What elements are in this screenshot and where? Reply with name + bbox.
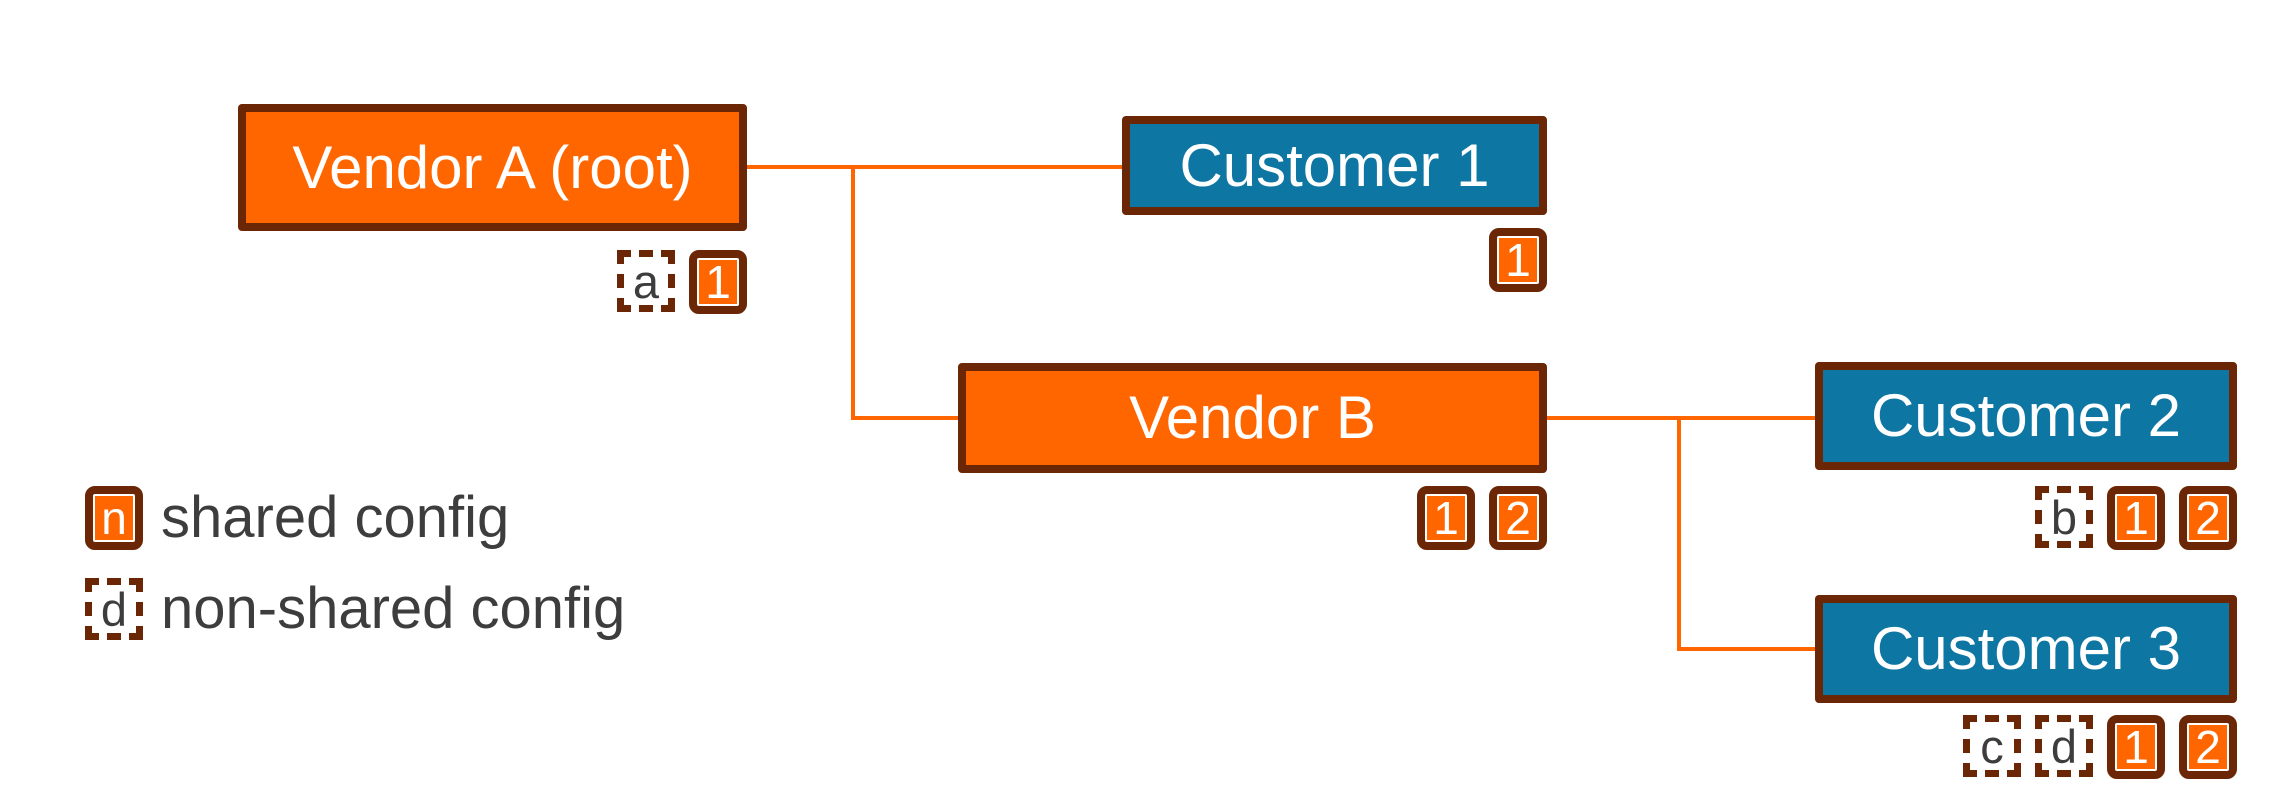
badge-text: 1 xyxy=(699,259,737,305)
shared-config-badge: 1 xyxy=(1489,228,1547,292)
legend-item-shared-config: n shared config xyxy=(85,486,625,550)
shared-config-badge: 2 xyxy=(1489,486,1547,550)
node-vendor-a-root: Vendor A (root) xyxy=(238,104,747,231)
node-label: Vendor B xyxy=(1129,384,1376,451)
non-shared-config-badge: b xyxy=(2035,486,2093,548)
non-shared-config-badge: c xyxy=(1963,715,2021,777)
connector-segment xyxy=(1543,416,1819,420)
shared-config-badge: 2 xyxy=(2179,715,2237,779)
connector-segment xyxy=(853,416,962,420)
shared-config-badge: 1 xyxy=(1417,486,1475,550)
shared-config-badge: 2 xyxy=(2179,486,2237,550)
badge-text: 1 xyxy=(1427,495,1465,541)
badge-text: 1 xyxy=(2117,495,2155,541)
connector-segment xyxy=(851,167,855,420)
node-customer-2: Customer 2 xyxy=(1815,362,2237,470)
badge-text: 1 xyxy=(1499,237,1537,283)
badge-text: 1 xyxy=(2117,724,2155,770)
connector-segment xyxy=(747,165,1126,169)
legend-badge-letter: n xyxy=(95,495,133,541)
non-shared-config-badge: d xyxy=(2035,715,2093,777)
non-shared-config-badge: a xyxy=(617,250,675,312)
connector-segment xyxy=(1679,647,1819,651)
legend-label-shared-config: shared config xyxy=(161,485,510,550)
shared-config-badge: 1 xyxy=(2107,715,2165,779)
shared-config-badge-icon: n xyxy=(85,486,143,550)
legend: n shared config d non-shared config xyxy=(85,486,625,640)
legend-label-non-shared-config: non-shared config xyxy=(161,576,626,641)
node-label: Vendor A (root) xyxy=(292,133,693,201)
node-label: Customer 2 xyxy=(1870,382,2182,449)
non-shared-config-badge-icon: d xyxy=(85,578,143,640)
node-label: Customer 1 xyxy=(1179,131,1490,199)
badge-text: 2 xyxy=(2189,495,2227,541)
badge-text: 2 xyxy=(2189,724,2227,770)
node-customer-1: Customer 1 xyxy=(1122,116,1547,215)
badge-row-customer-1: 1 xyxy=(1489,228,1547,292)
badge-text: 2 xyxy=(1499,495,1537,541)
legend-item-non-shared-config: d non-shared config xyxy=(85,578,625,640)
shared-config-badge: 1 xyxy=(689,250,747,314)
node-customer-3: Customer 3 xyxy=(1815,595,2237,703)
node-vendor-b: Vendor B xyxy=(958,363,1547,473)
connector-segment xyxy=(1677,418,1681,651)
shared-config-badge: 1 xyxy=(2107,486,2165,550)
node-label: Customer 3 xyxy=(1870,615,2182,682)
